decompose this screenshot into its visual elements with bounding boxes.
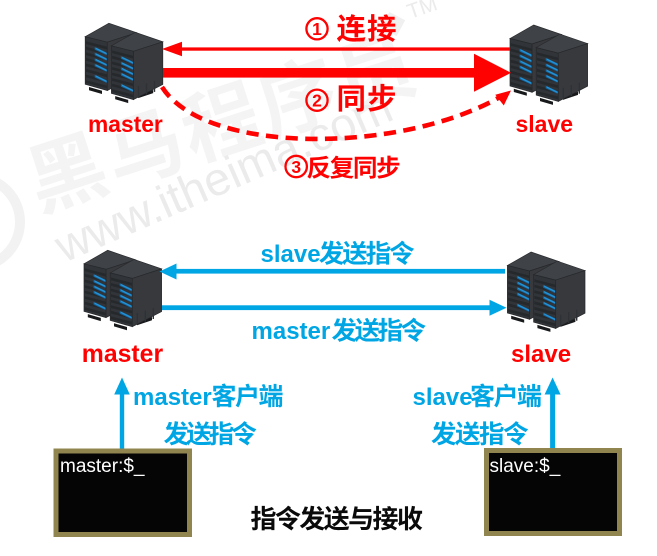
svg-text:slave: slave (516, 111, 574, 137)
svg-text:slave: slave (511, 341, 571, 368)
svg-text:slave: slave (413, 384, 473, 411)
svg-text:master:$_: master:$_ (60, 456, 145, 477)
svg-text:3: 3 (291, 157, 301, 177)
svg-text:2: 2 (312, 91, 322, 111)
svg-text:master: master (252, 318, 331, 345)
svg-text:slave: slave (261, 241, 321, 268)
svg-text:master: master (133, 384, 212, 411)
svg-text:1: 1 (312, 19, 322, 39)
svg-text:master: master (88, 111, 163, 137)
svg-text:slave:$_: slave:$_ (490, 456, 561, 477)
svg-text:master: master (82, 341, 164, 368)
